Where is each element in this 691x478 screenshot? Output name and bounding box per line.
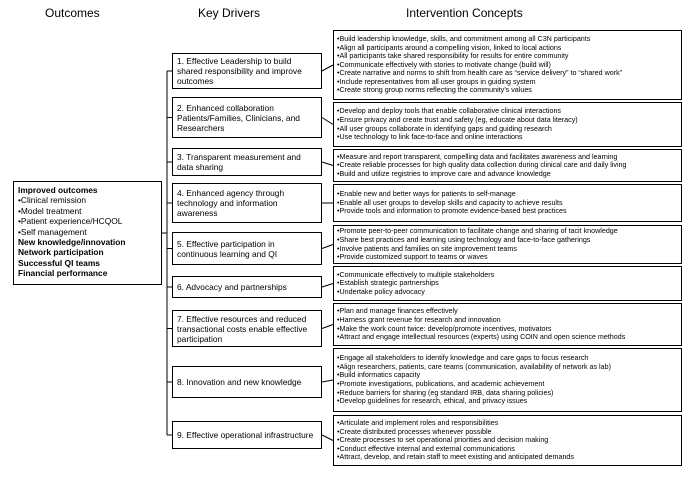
concept-item: •Involve patients and families on site i… <box>337 244 517 253</box>
outcomes-header: Outcomes <box>45 6 100 20</box>
concept-item: •Create narrative and norms to shift fro… <box>337 69 623 78</box>
concept-item: •Share best practices and learning using… <box>337 235 591 244</box>
concept-connector <box>321 117 334 125</box>
key-driver-5: 5. Effective participation in continuous… <box>172 232 322 265</box>
intervention-concepts-8: •Engage all stakeholders to identify kno… <box>333 348 682 412</box>
outcome-item: •Self management <box>18 226 87 237</box>
concept-item: •Communicate effectively with stories to… <box>337 60 551 69</box>
concept-item: •Build informatics capacity <box>337 371 421 380</box>
intervention-concepts-1: •Build leadership knowledge, skills, and… <box>333 30 682 100</box>
concept-item: •Include representatives from all user g… <box>337 77 536 86</box>
concept-item: •Align all participants around a compell… <box>337 43 562 52</box>
concept-item: •Communicate effectively to multiple sta… <box>337 270 495 279</box>
concept-connector <box>321 244 334 249</box>
concept-item: •Build and utilize registries to improve… <box>337 169 551 178</box>
concept-connector <box>321 64 334 72</box>
outcome-item-bold: Network participation <box>18 247 104 258</box>
outcome-item-bold: New knowledge/innovation <box>18 237 126 248</box>
concept-item: •Promote investigations, publications, a… <box>337 380 545 388</box>
intervention-concepts-2: •Develop and deploy tools that enable co… <box>333 102 682 147</box>
key-driver-label: 3. Transparent measurement and data shar… <box>177 152 301 172</box>
concept-item: •Reduce barriers for sharing (eg standar… <box>337 388 554 397</box>
outcome-item: •Model treatment <box>18 205 82 216</box>
concept-item: •Enable new and better ways for patients… <box>337 190 516 199</box>
concept-item: •Attract, develop, and retain staff to m… <box>337 453 574 462</box>
outcome-item-bold: Financial performance <box>18 268 108 279</box>
key-driver-7: 7. Effective resources and reduced trans… <box>172 310 322 347</box>
concept-item: •Undertake policy advocacy <box>337 287 425 296</box>
key-driver-label: 2. Enhanced collaboration Patients/Famil… <box>177 102 300 133</box>
key-driver-label: 6. Advocacy and partnerships <box>177 282 287 292</box>
concept-item: •Ensure privacy and create trust and saf… <box>337 115 578 124</box>
concept-item: •Develop guidelines for research, ethica… <box>337 397 528 406</box>
outcomes-title: Improved outcomes <box>18 185 98 195</box>
key-driver-label: 7. Effective resources and reduced trans… <box>177 313 308 344</box>
concept-connector <box>321 161 334 166</box>
outcome-item: •Patient experience/HCQOL <box>18 216 123 227</box>
concept-item: •Create strong group norms reflecting th… <box>337 86 532 95</box>
concept-item: •Create reliable processes for high qual… <box>337 161 627 170</box>
key-driver-3: 3. Transparent measurement and data shar… <box>172 148 322 176</box>
intervention-concepts-3: •Measure and report transparent, compell… <box>333 149 682 182</box>
key-driver-label: 8. Innovation and new knowledge <box>177 377 302 387</box>
concept-item: •Engage all stakeholders to identify kno… <box>337 354 589 363</box>
key-driver-label: 9. Effective operational infrastructure <box>177 430 314 440</box>
concept-item: •Develop and deploy tools that enable co… <box>337 107 561 116</box>
outcomes-box: Improved outcomes •Clinical remission •M… <box>13 181 162 285</box>
concept-item: •Align researchers, patients, care teams… <box>337 362 611 371</box>
concept-item: •Plan and manage finances effectively <box>337 307 458 316</box>
concept-connector <box>321 324 334 329</box>
key-driver-8: 8. Innovation and new knowledge <box>172 366 322 398</box>
concept-item: •Promote peer-to-peer communication to f… <box>337 227 618 236</box>
key-driver-4: 4. Enhanced agency through technology an… <box>172 183 322 223</box>
concept-item: •Use technology to link face-to-face and… <box>337 133 523 142</box>
concept-item: •Attract and engage intellectual resourc… <box>337 333 626 342</box>
key-driver-9: 9. Effective operational infrastructure <box>172 421 322 449</box>
concept-item: •Provide customized support to teams or … <box>337 253 488 262</box>
concept-connector <box>321 434 334 441</box>
concept-item: •Establish strategic partnerships <box>337 279 439 288</box>
concept-connector <box>321 283 334 288</box>
concept-item: •Enable all user groups to develop skill… <box>337 198 563 207</box>
intervention-concepts-5: •Promote peer-to-peer communication to f… <box>333 225 682 264</box>
concept-item: •Make the work count twice: develop/prom… <box>337 324 552 333</box>
concept-item: •Build leadership knowledge, skills, and… <box>337 35 591 44</box>
intervention-concepts-6: •Communicate effectively to multiple sta… <box>333 266 682 301</box>
concept-item: •All user groups collaborate in identify… <box>337 124 552 133</box>
intervention-concepts-4: •Enable new and better ways for patients… <box>333 184 682 222</box>
key-drivers-header: Key Drivers <box>198 6 261 20</box>
outcome-item: •Clinical remission <box>18 195 87 206</box>
concept-connector <box>321 379 334 383</box>
concept-item: •Provide tools and information to promot… <box>337 207 567 216</box>
outcome-item-bold: Successful QI teams <box>18 257 100 268</box>
intervention-concepts-9: •Articulate and implement roles and resp… <box>333 415 682 466</box>
concept-item: •Conduct effective internal and external… <box>337 444 515 453</box>
concept-item: •Create processes to set operational pri… <box>337 436 549 445</box>
key-driver-label: 1. Effective Leadership to build shared … <box>177 56 302 86</box>
concept-item: •All participants take shared responsibi… <box>337 52 569 61</box>
key-driver-label: 5. Effective participation in continuous… <box>177 238 278 259</box>
key-driver-label: 4. Enhanced agency through technology an… <box>177 188 285 218</box>
concept-item: •Create distributed processes whenever p… <box>337 427 492 436</box>
key-driver-1: 1. Effective Leadership to build shared … <box>172 53 322 89</box>
intervention-concepts-header: Intervention Concepts <box>406 6 523 20</box>
concept-item: •Harness grant revenue for research and … <box>337 315 501 324</box>
intervention-concepts-7: •Plan and manage finances effectively•Ha… <box>333 303 682 346</box>
key-driver-6: 6. Advocacy and partnerships <box>172 276 322 298</box>
key-driver-2: 2. Enhanced collaboration Patients/Famil… <box>172 97 322 138</box>
concept-item: •Articulate and implement roles and resp… <box>337 419 499 428</box>
concept-item: •Measure and report transparent, compell… <box>337 152 618 161</box>
